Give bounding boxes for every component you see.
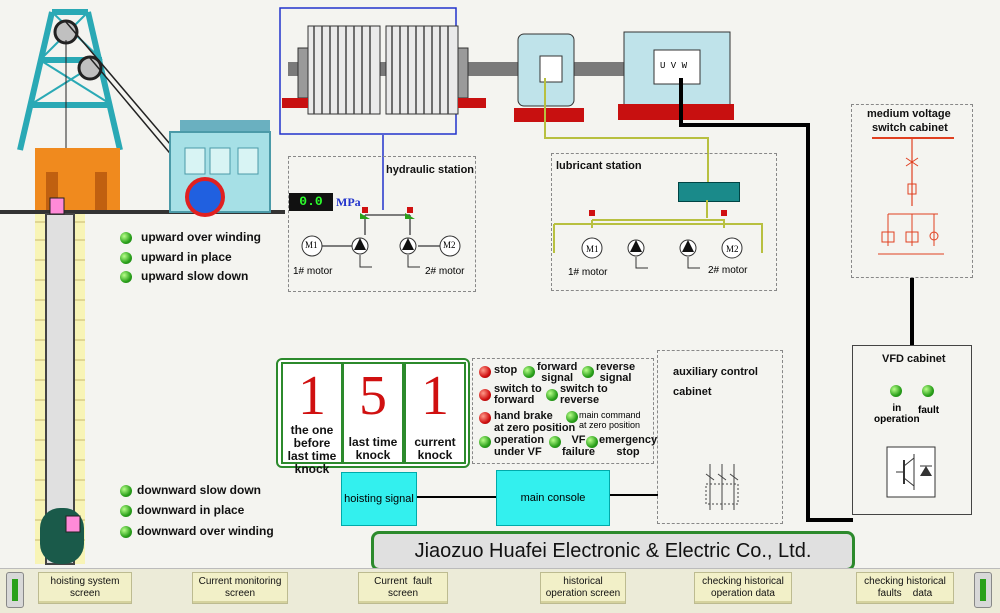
downward-over-winding-lamp: [120, 526, 132, 538]
hand-brake-label: hand brake at zero position: [494, 410, 576, 434]
operation-vf-label: operation under VF: [494, 434, 545, 458]
switch-forward-lamp: [479, 389, 491, 401]
stop-lamp: [479, 366, 491, 378]
mv-cabinet-title-1: medium voltage: [867, 108, 951, 120]
hydraulic-m2-badge: M2: [443, 240, 456, 250]
knock-current-label: current knock: [414, 435, 456, 462]
mv-cabinet-title-2: switch cabinet: [872, 122, 948, 134]
forward-signal-lamp: [523, 366, 535, 378]
downward-in-place-lamp: [120, 505, 132, 517]
vfd-cabinet-title: VFD cabinet: [882, 353, 946, 365]
lubricant-tank: [678, 182, 740, 202]
hoisting-signal-box[interactable]: hoisting signal: [341, 472, 417, 526]
hydraulic-motor1-label: 1# motor: [293, 266, 333, 277]
switch-forward-label: switch to forward: [494, 383, 542, 406]
company-name: Jiaozuo Huafei Electronic & Electric Co.…: [414, 539, 812, 562]
lubricant-m2-badge: M2: [726, 244, 739, 254]
upward-in-place-label: upward in place: [141, 250, 232, 264]
igbt-symbol: [886, 446, 936, 498]
knock-before-last-value: 1: [298, 365, 326, 427]
auxiliary-control-cabinet: [657, 350, 783, 524]
hydraulic-schematic: [301, 207, 461, 268]
knock-before-last-label: the one before last time knock: [287, 423, 337, 476]
power-cable-lines: [382, 78, 914, 522]
vfd-fault-lamp: [922, 385, 934, 397]
vf-failure-lamp: [549, 436, 561, 448]
pressure-unit: MPa: [336, 195, 361, 209]
upward-in-place-lamp: [120, 252, 132, 264]
vfd-in-operation-lamp: [890, 385, 902, 397]
hydraulic-motor2-label: 2# motor: [425, 266, 465, 277]
company-banner: Jiaozuo Huafei Electronic & Electric Co.…: [371, 531, 855, 571]
emergency-stop-lamp: [586, 436, 598, 448]
pressure-display: 0.0: [289, 193, 333, 211]
downward-in-place-label: downward in place: [137, 503, 245, 517]
nav-right-indicator: [974, 572, 992, 608]
winder-drive-diagram: [279, 7, 734, 135]
hydraulic-station-panel: [288, 156, 476, 292]
upward-slow-down-label: upward slow down: [141, 269, 249, 283]
headframe-diagram: [0, 9, 285, 565]
medium-voltage-cabinet: [851, 104, 973, 278]
downward-over-winding-label: downward over winding: [137, 524, 274, 538]
knock-last: 5 last time knock: [342, 362, 404, 464]
vf-failure-label: VF failure: [562, 434, 596, 458]
motor-terminal-label: U V W: [660, 61, 688, 71]
signal-panel: [472, 358, 654, 464]
switch-reverse-label: switch to reverse: [560, 383, 608, 406]
reverse-signal-lamp: [582, 366, 594, 378]
nav-checking-faults-data[interactable]: checking historical faults data: [856, 572, 954, 604]
knock-current: 1 current knock: [404, 362, 466, 464]
main-command-label: main command at zero position: [579, 410, 641, 430]
lubricant-m1-badge: M1: [586, 244, 599, 254]
main-console-box[interactable]: main console: [496, 470, 610, 526]
aux-contactor-schematic: [705, 464, 739, 510]
nav-current-fault[interactable]: Current fault screen: [358, 572, 448, 604]
forward-signal-label: forward signal: [537, 361, 578, 384]
knock-current-value: 1: [421, 365, 449, 427]
hydraulic-station-title: hydraulic station: [386, 164, 475, 176]
nav-bar: [0, 568, 1000, 613]
hydraulic-m1-badge: M1: [305, 240, 318, 250]
lubricant-station-panel: [551, 153, 777, 291]
lubricant-motor2-label: 2# motor: [708, 265, 748, 276]
emergency-stop-label: emergency stop: [599, 434, 658, 458]
knock-before-last: 1 the one before last time knock: [281, 362, 343, 476]
vfd-in-operation-label: in operation: [874, 403, 920, 425]
lubricant-station-title: lubricant station: [556, 160, 642, 172]
reverse-signal-label: reverse signal: [596, 361, 636, 384]
mv-switchgear-schematic: [872, 137, 954, 255]
knock-last-value: 5: [359, 365, 387, 427]
vfd-fault-label: fault: [918, 405, 940, 416]
nav-historical-operation[interactable]: historical operation screen: [540, 572, 626, 604]
aux-cabinet-title-1: auxiliary control: [673, 366, 758, 378]
upward-slow-down-lamp: [120, 271, 132, 283]
nav-checking-operation-data[interactable]: checking historical operation data: [694, 572, 792, 604]
nav-hoisting-system[interactable]: hoisting system screen: [38, 572, 132, 604]
hand-brake-lamp: [479, 412, 491, 424]
nav-left-indicator: [6, 572, 24, 608]
stop-label: stop: [494, 364, 518, 376]
aux-cabinet-title-2: cabinet: [673, 386, 712, 398]
upward-over-winding-lamp: [120, 232, 132, 244]
nav-current-monitoring[interactable]: Current monitoring screen: [192, 572, 288, 604]
downward-slow-down-lamp: [120, 485, 132, 497]
knock-last-label: last time knock: [348, 435, 398, 462]
upward-over-winding-label: upward over winding: [141, 230, 262, 244]
switch-reverse-lamp: [546, 389, 558, 401]
main-command-lamp: [566, 411, 578, 423]
downward-slow-down-label: downward slow down: [137, 483, 261, 497]
lubricant-motor1-label: 1# motor: [568, 267, 608, 278]
lubricant-schematic: [553, 200, 763, 269]
operation-vf-lamp: [479, 436, 491, 448]
